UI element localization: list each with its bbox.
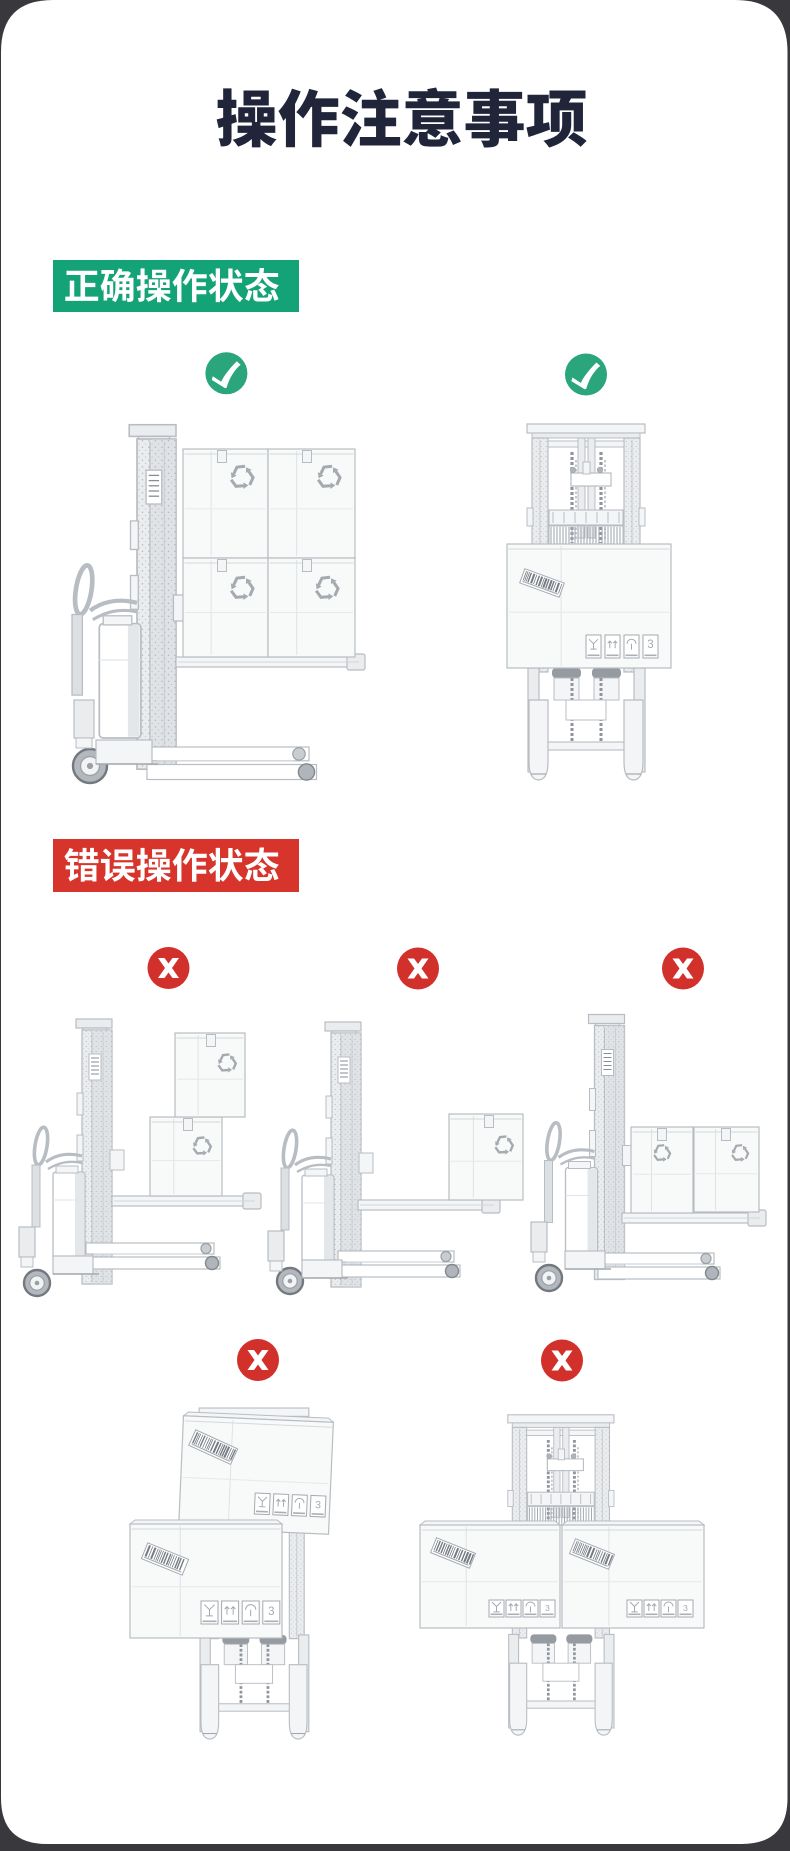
svg-text:3: 3 bbox=[268, 1606, 274, 1618]
svg-text:3: 3 bbox=[647, 639, 653, 651]
svg-text:3: 3 bbox=[545, 1603, 550, 1613]
svg-text:3: 3 bbox=[683, 1603, 688, 1613]
svg-text:3: 3 bbox=[315, 1499, 322, 1511]
